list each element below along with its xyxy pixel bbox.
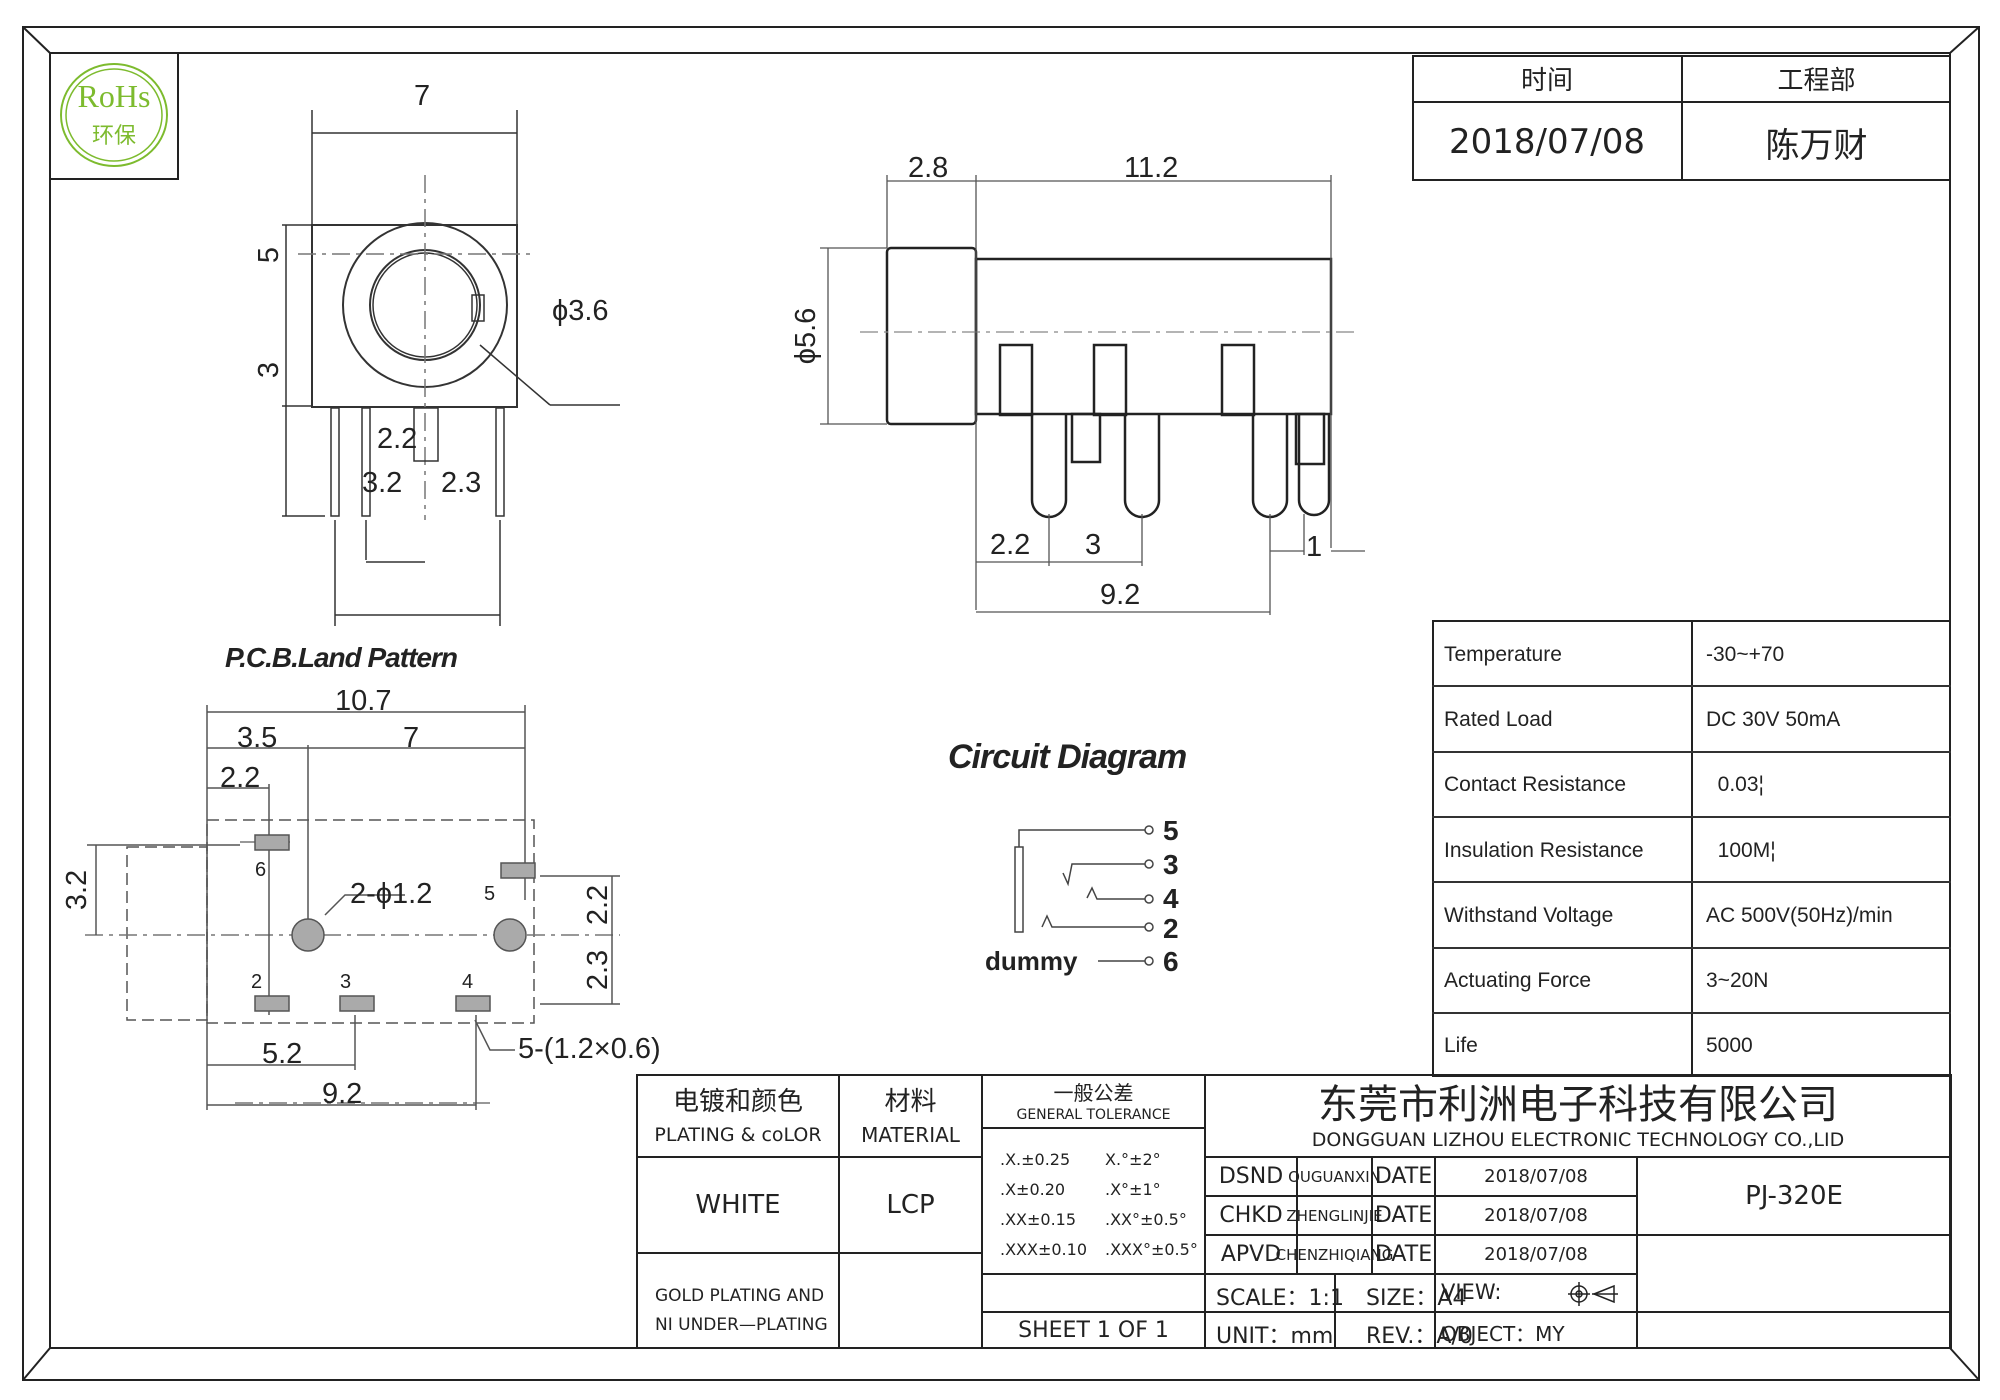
tolerance-value: .XX°±0.5° [1105, 1210, 1187, 1229]
rohs-text: RoHs [77, 78, 151, 114]
approval-header-date: 时间 [1520, 65, 1573, 96]
tolerance-value: .XX±0.15 [1000, 1210, 1077, 1229]
signoff-name: CHENZHIQIANG [1275, 1245, 1394, 1264]
signoff-name: OUGUANXIN [1288, 1167, 1381, 1186]
spec-row-divider [1432, 685, 1951, 688]
view-label: VIEW: [1441, 1280, 1502, 1304]
pcb-title: P.C.B.Land Pattern [225, 642, 458, 673]
plating-value-2: NI UNDER—PLATING [655, 1315, 828, 1335]
spec-row-divider [1432, 1011, 1951, 1014]
spec-value: 5000 [1706, 1034, 1753, 1058]
signoff-date: 2018/07/08 [1484, 1166, 1588, 1187]
spec-label: Withstand Voltage [1444, 903, 1614, 927]
spec-value: 100M¦ [1706, 838, 1776, 862]
approval-name: 陈万财 [1765, 125, 1868, 166]
spec-label: Actuating Force [1444, 969, 1592, 993]
spec-value: -30~+70 [1706, 642, 1785, 666]
plating-value-1: GOLD PLATING AND [655, 1286, 825, 1306]
size-label: SIZE：A4 [1366, 1286, 1467, 1311]
spec-label: Rated Load [1444, 707, 1553, 731]
tolerance-value: X.°±2° [1105, 1150, 1161, 1169]
signoff-role: APVD [1220, 1242, 1282, 1267]
plating-header-en: PLATING & coLOR [654, 1124, 822, 1146]
spec-value: 0.03¦ [1706, 773, 1764, 797]
spec-row-divider [1432, 946, 1951, 949]
approval-date: 2018/07/08 [1449, 122, 1645, 162]
spec-label: Contact Resistance [1444, 773, 1627, 797]
company-name-en: DONGGUAN LIZHOU ELECTRONIC TECHNOLOGY CO… [1311, 1129, 1845, 1151]
tolerance-value: .XXX±0.10 [1000, 1240, 1087, 1259]
signoff-date: 2018/07/08 [1484, 1205, 1588, 1226]
tolerance-value: .X±0.20 [1000, 1180, 1066, 1199]
rev-label: REV.：A/0 [1366, 1324, 1473, 1349]
tolerance-header-cn: 一般公差 [1053, 1080, 1134, 1105]
tolerance-value: .X°±1° [1105, 1180, 1161, 1199]
sheet-label: SHEET 1 OF 1 [1018, 1317, 1169, 1343]
spec-label: Insulation Resistance [1444, 838, 1644, 862]
scale-label: SCALE：1:1 [1216, 1286, 1344, 1311]
tolerance-value: .X.±0.25 [1000, 1150, 1071, 1169]
company-name-cn: 东莞市利洲电子科技有限公司 [1318, 1082, 1838, 1128]
spec-row-divider [1432, 815, 1951, 818]
signoff-date-label: DATE [1374, 1203, 1433, 1228]
signoff-date-label: DATE [1374, 1164, 1433, 1189]
signoff-name: ZHENGLINJIE [1286, 1206, 1383, 1225]
spec-label: Temperature [1444, 642, 1562, 666]
signoff-role: CHKD [1219, 1203, 1283, 1228]
rohs-subtext: 环保 [91, 124, 136, 149]
spec-value: 3~20N [1706, 969, 1769, 993]
material-value: LCP [886, 1190, 935, 1220]
part-number: PJ-320E [1745, 1181, 1843, 1211]
object-label: OBJECT：MY [1441, 1322, 1565, 1346]
tolerance-value: .XXX°±0.5° [1105, 1240, 1198, 1259]
spec-value: DC 30V 50mA [1706, 707, 1841, 731]
spec-row-divider [1432, 750, 1951, 753]
tolerance-header-en: GENERAL TOLERANCE [1016, 1107, 1171, 1123]
rohs-logo: RoHs 环保 [57, 60, 171, 170]
signoff-role: DSND [1218, 1164, 1284, 1189]
spec-row-divider [1432, 881, 1951, 884]
signoff-date: 2018/07/08 [1484, 1244, 1588, 1265]
color-value: WHITE [695, 1190, 781, 1220]
material-header-cn: 材料 [884, 1086, 937, 1117]
approval-header-dept: 工程部 [1777, 65, 1856, 96]
spec-value: AC 500V(50Hz)/min [1706, 903, 1893, 927]
spec-label: Life [1444, 1034, 1478, 1058]
material-header-en: MATERIAL [861, 1123, 960, 1147]
circuit-title: Circuit Diagram [948, 738, 1187, 776]
projection-view-icon [1568, 1282, 1618, 1306]
signoff-date-label: DATE [1374, 1242, 1433, 1267]
plating-header-cn: 电镀和颜色 [672, 1086, 803, 1117]
unit-label: UNIT：mm [1216, 1324, 1334, 1349]
